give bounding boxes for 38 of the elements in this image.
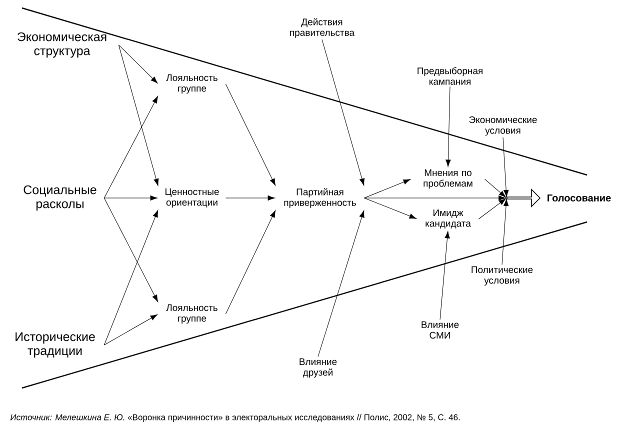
arrow [104, 195, 158, 201]
factor-label: Ценностные ориентации [166, 188, 219, 208]
factor-label: Политические условия [472, 266, 533, 286]
arrow [364, 179, 411, 198]
arrow [104, 198, 158, 302]
arrow [104, 96, 158, 198]
arrow [104, 210, 158, 346]
arrow [478, 198, 506, 220]
factor-label: Исторические традиции [16, 332, 95, 358]
source-caption: Источник: Мелешкина Е. Ю. «Воронка причинности» в электоральных исследованиях // Полис, 2002, № 5, С. 46. [10, 414, 460, 422]
factor-label: Имидж кандидата [426, 209, 471, 229]
arrow [446, 86, 451, 167]
factor-label: Социальные расколы [24, 185, 96, 211]
arrow [118, 44, 158, 84]
arrow [502, 198, 509, 265]
factor-label: Лояльность группе [166, 74, 218, 94]
arrow [118, 44, 159, 186]
arrow [225, 210, 276, 314]
factor-label: Мнения по проблемам [424, 169, 472, 189]
factor-label: Предвыборная кампания [418, 67, 482, 85]
arrow [322, 39, 365, 186]
arrow [502, 137, 509, 198]
arrow [364, 198, 417, 219]
arrow [225, 195, 275, 201]
factor-label: Голосование [548, 194, 611, 202]
factor-label: Экономическая структура [18, 32, 106, 58]
arrow [484, 178, 506, 198]
factor-label: Влияние СМИ [422, 321, 459, 339]
factor-label: Влияние друзей [300, 358, 337, 378]
arrow [225, 84, 276, 186]
arrow [440, 231, 450, 320]
factor-label: Лояльность группе [166, 304, 218, 324]
factor-label: Действия правительства [290, 18, 355, 38]
factor-label: Партийная приверженность [284, 188, 356, 208]
arrow [364, 195, 506, 201]
arrow [318, 210, 364, 357]
factor-label: Экономические условия [469, 116, 537, 136]
arrow [104, 314, 158, 346]
